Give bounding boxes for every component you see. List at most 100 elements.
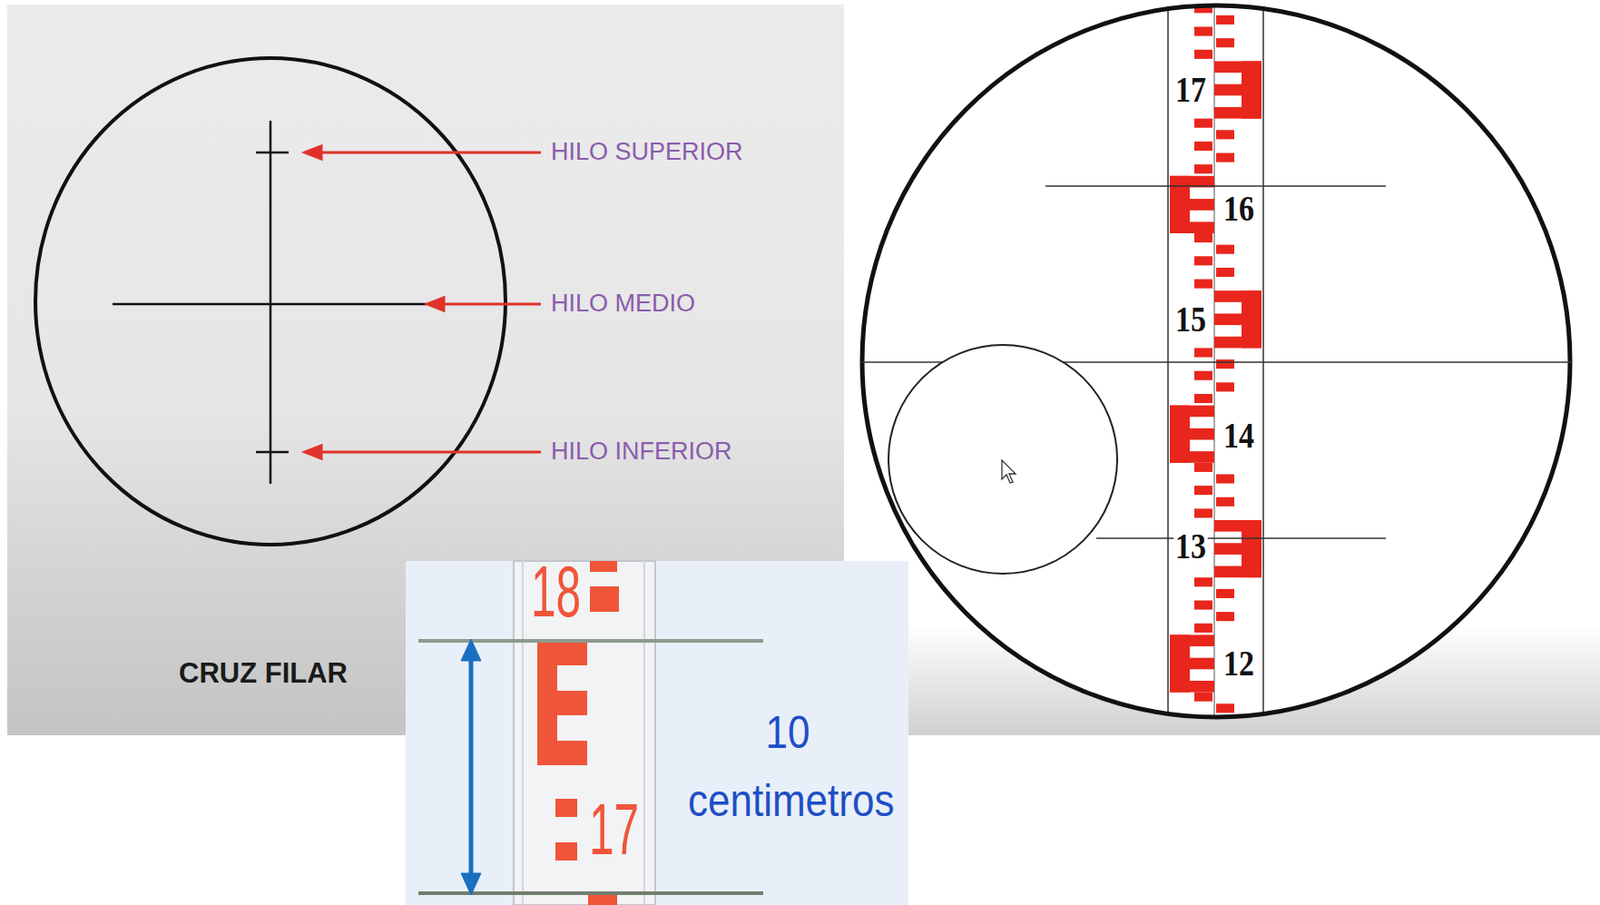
arrow-head xyxy=(427,297,444,311)
cm-block xyxy=(1194,118,1213,128)
cm-block xyxy=(1194,692,1213,702)
e-prong xyxy=(1214,336,1262,349)
e-prong xyxy=(1169,0,1215,4)
cm-block xyxy=(1216,611,1235,621)
cm-block xyxy=(1194,141,1213,151)
staff-number: 13 xyxy=(1173,526,1208,567)
thread-label: HILO MEDIO xyxy=(550,290,696,318)
e-prong xyxy=(1214,749,1262,762)
cm-block xyxy=(1194,577,1213,587)
leader-line xyxy=(440,303,541,306)
e-prong xyxy=(1169,428,1215,441)
cm-block xyxy=(1194,508,1213,518)
cm-block xyxy=(1216,15,1235,25)
e-prong xyxy=(1214,520,1262,532)
mouse-cursor xyxy=(1001,460,1016,483)
cm-block xyxy=(1194,829,1213,839)
cursor-circle xyxy=(888,344,1118,574)
staff-number: 15 xyxy=(1173,299,1208,340)
cm-block xyxy=(1216,726,1235,737)
staff-edge xyxy=(643,560,646,905)
e-prong xyxy=(1214,542,1262,555)
cm-block xyxy=(1194,393,1213,403)
dimension-label: 10 centimetros xyxy=(687,698,888,835)
lower-hair xyxy=(1096,537,1386,540)
staff-number: 12 xyxy=(1221,643,1256,684)
e-prong xyxy=(1214,313,1262,325)
cm-block xyxy=(1216,497,1235,507)
e-spine xyxy=(1169,0,1190,4)
staff-number: 14 xyxy=(1221,415,1256,456)
cm-block xyxy=(1194,164,1213,174)
cm-block xyxy=(1216,245,1235,255)
e-prong xyxy=(1214,84,1262,97)
cm-block xyxy=(1194,853,1213,863)
vertical-hair xyxy=(269,120,273,484)
inset-ground xyxy=(405,560,909,905)
e-prong xyxy=(1214,290,1262,303)
e-prong xyxy=(1214,772,1262,785)
cm-block xyxy=(1216,382,1235,392)
cm-block xyxy=(555,798,578,817)
arrow-head xyxy=(461,873,481,895)
cm-block xyxy=(589,586,619,612)
cm-block xyxy=(1216,841,1235,851)
cm-block xyxy=(1194,462,1213,472)
e-prong xyxy=(1169,680,1215,693)
e-prong xyxy=(1214,795,1262,807)
stadia-bottom xyxy=(255,451,289,454)
cm-block xyxy=(1216,473,1235,483)
middle-hair xyxy=(112,303,427,306)
e-prong xyxy=(1169,221,1215,234)
e-prong xyxy=(1169,657,1215,670)
cm-block xyxy=(1216,153,1235,163)
arrow-head xyxy=(304,146,322,159)
cm-block xyxy=(555,842,578,861)
cm-block xyxy=(1216,588,1235,599)
view-ground xyxy=(853,0,1580,727)
panel-ground xyxy=(846,0,1600,736)
dimension-line xyxy=(469,655,474,879)
leader-line xyxy=(317,151,541,155)
cm-block xyxy=(1194,623,1213,633)
cm-block xyxy=(1194,347,1213,357)
e-spine xyxy=(1241,749,1262,807)
leveling-staff xyxy=(1168,0,1264,727)
staff-graduation xyxy=(1169,0,1262,863)
e-block xyxy=(537,640,588,766)
upper-hair xyxy=(1045,185,1386,187)
cm-block xyxy=(1216,267,1235,277)
stadia-top xyxy=(255,151,289,155)
e-prong xyxy=(1169,405,1215,418)
telescope-field xyxy=(862,5,1571,717)
figure-caption: CRUZ FILAR xyxy=(178,657,348,689)
staff-number: 17 xyxy=(1173,69,1208,110)
cm-block xyxy=(1216,129,1235,139)
cm-block xyxy=(1216,703,1235,713)
staff-number: 17 xyxy=(588,793,639,866)
e-prong xyxy=(1169,634,1215,647)
cm-block xyxy=(1194,485,1213,495)
cm-block xyxy=(1194,737,1213,747)
staff-edge xyxy=(521,560,524,905)
cm-block xyxy=(1194,49,1213,59)
reticle-circle xyxy=(35,58,506,545)
cm-block xyxy=(1194,233,1213,243)
cm-block xyxy=(1194,599,1213,609)
cm-block xyxy=(1194,255,1213,266)
leader-line xyxy=(317,451,541,454)
cm-block xyxy=(588,893,618,905)
arrow-head xyxy=(304,445,322,459)
cm-block xyxy=(1194,26,1213,36)
thread-label: HILO INFERIOR xyxy=(550,438,733,466)
staff-view xyxy=(853,0,1580,863)
e-prong xyxy=(1169,451,1215,463)
dimension-arrow xyxy=(461,638,481,895)
cm-block xyxy=(1216,38,1235,48)
thread-label: HILO SUPERIOR xyxy=(550,138,744,167)
staff-number: 18 xyxy=(530,555,580,629)
cm-block xyxy=(589,560,618,572)
e-prong xyxy=(1169,198,1215,211)
arrow-head xyxy=(461,638,481,661)
